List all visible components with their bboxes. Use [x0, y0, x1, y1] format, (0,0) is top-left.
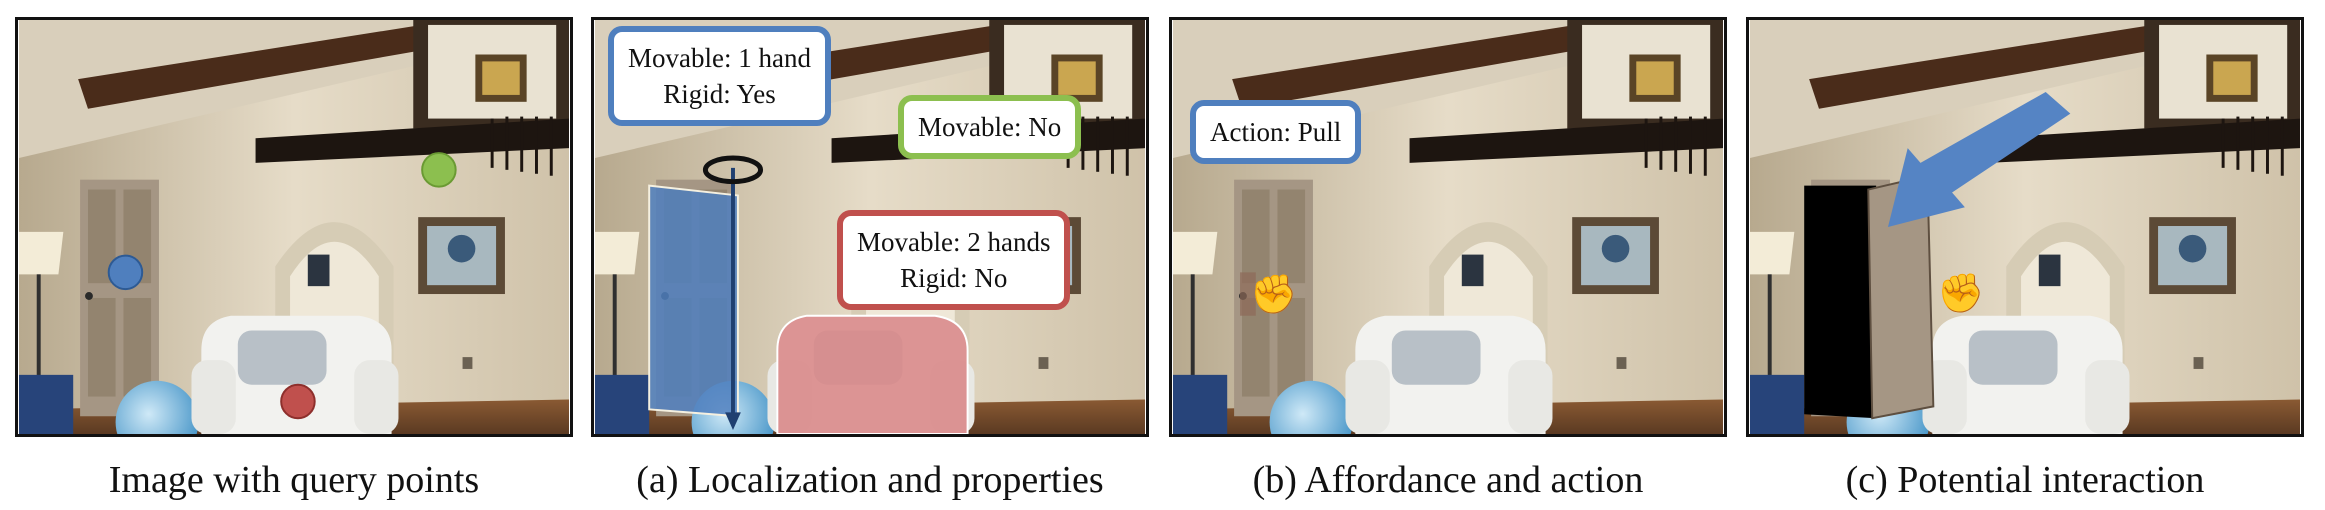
axis-arrowhead: [725, 412, 741, 431]
caption-affordance: (b) Affordance and action: [1252, 459, 1644, 501]
action-label: Action: Pull: [1190, 100, 1362, 164]
door-handle-highlight: [1240, 272, 1256, 316]
room-scene: [594, 20, 1146, 434]
interaction-image: ✊: [1746, 17, 2304, 437]
localization-image: Movable: 1 hand Rigid: Yes Movable: No M…: [591, 17, 1149, 437]
rotation-icon: [702, 155, 764, 185]
caption-localization: (a) Localization and properties: [636, 459, 1104, 501]
wall-movable-text: Movable: No: [918, 112, 1062, 142]
door-movable-text: Movable: 1 hand: [628, 43, 811, 73]
caption-interaction: (c) Potential interaction: [1845, 459, 2205, 501]
door-rigid-text: Rigid: Yes: [663, 79, 776, 109]
chair-movable-text: Movable: 2 hands: [857, 227, 1051, 257]
door-properties-label: Movable: 1 hand Rigid: Yes: [608, 26, 831, 126]
chair-mask: [776, 314, 969, 434]
query-point-red: [280, 383, 316, 420]
caption-query-points: Image with query points: [108, 459, 480, 501]
direction-arrow: [1887, 91, 2071, 227]
door-mask: [648, 184, 739, 418]
hand-pull-icon: ✊: [1250, 274, 1298, 316]
action-text: Action: Pull: [1210, 117, 1342, 147]
room-scene: [18, 20, 570, 434]
query-point-blue: [107, 254, 144, 291]
hand-pull-icon: ✊: [1937, 273, 1985, 315]
open-doorway: [1804, 185, 1877, 419]
chair-properties-label: Movable: 2 hands Rigid: No: [837, 210, 1071, 310]
affordance-image: Action: Pull ✊: [1169, 17, 1727, 437]
chair-rigid-text: Rigid: No: [900, 263, 1008, 293]
query-point-green: [421, 152, 457, 188]
wall-properties-label: Movable: No: [898, 95, 1082, 159]
query-points-image: [15, 17, 573, 437]
room-scene: [1172, 20, 1724, 434]
room-scene: [1749, 20, 2301, 434]
